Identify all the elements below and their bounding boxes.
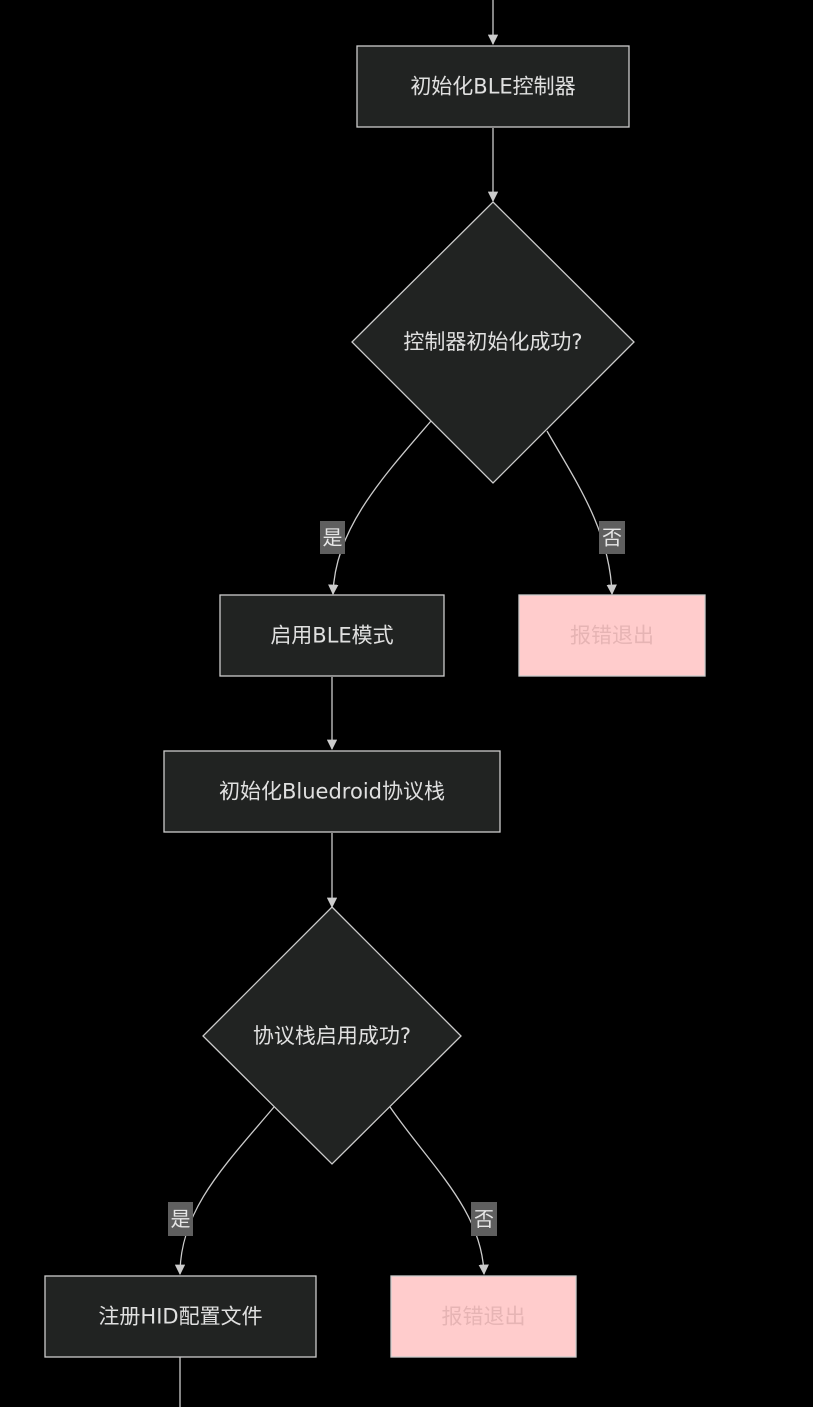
node-enable-ble-mode-label: 启用BLE模式 [270,624,393,648]
edge-label-no-2: 否 [471,1202,497,1236]
edge-decision1-yes [328,420,432,596]
edge-decision2-no [389,1106,489,1276]
edge-decision2-yes [174,1106,275,1276]
edge-decision1-no [546,430,617,596]
node-enable-ble-mode: 启用BLE模式 [219,594,445,677]
edge-label-no-1-text: 否 [602,526,622,550]
node-init-bluedroid-stack: 初始化Bluedroid协议栈 [163,750,501,833]
decision-stack-enable-ok-label: 协议栈启用成功? [253,1024,411,1048]
node-error-exit-1-label: 报错退出 [570,624,654,648]
edge-label-no-1: 否 [599,521,625,554]
edge-label-yes-1-text: 是 [323,526,343,550]
node-error-exit-2-label: 报错退出 [442,1305,526,1329]
node-error-exit-2: 报错退出 [390,1275,577,1358]
edge-label-no-2-text: 否 [474,1207,494,1231]
edge-label-yes-2-text: 是 [171,1207,191,1231]
decision-controller-init-ok-label: 控制器初始化成功? [403,330,582,354]
node-init-ble-controller: 初始化BLE控制器 [356,45,630,128]
edge-label-yes-2: 是 [168,1202,193,1236]
node-error-exit-1: 报错退出 [518,594,706,677]
decision-controller-init-ok: 控制器初始化成功? [351,201,635,484]
decision-stack-enable-ok: 协议栈启用成功? [202,906,462,1165]
node-init-bluedroid-stack-label: 初始化Bluedroid协议栈 [219,780,445,804]
node-init-ble-controller-label: 初始化BLE控制器 [410,75,575,99]
node-register-hid-profile: 注册HID配置文件 [44,1275,317,1358]
edge-label-yes-1: 是 [320,521,345,554]
node-register-hid-profile-label: 注册HID配置文件 [98,1305,262,1329]
